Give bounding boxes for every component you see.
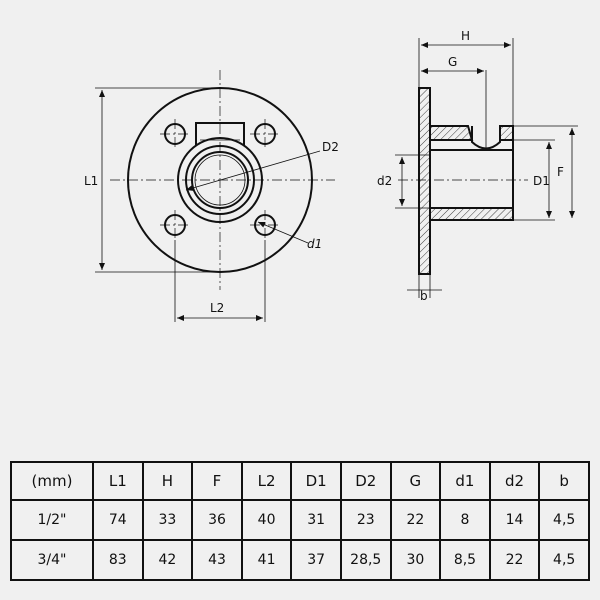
table-cell: 22: [389, 499, 442, 541]
table-header-cell: F: [191, 461, 243, 501]
b-label: b: [420, 289, 428, 303]
table-cell: 37: [290, 539, 342, 581]
table-header-cell: D1: [290, 461, 342, 501]
l1-label: L1: [84, 174, 98, 188]
hub-outer-circle: [177, 137, 263, 223]
table-cell: 28,5: [339, 539, 392, 581]
d1-leader: [257, 221, 309, 244]
hub-bottom-wall: [429, 207, 514, 221]
table-cell: 14: [488, 499, 541, 541]
l2-label: L2: [210, 301, 224, 315]
d2-lower-label: d2: [377, 174, 392, 188]
table-cell: 8,5: [439, 539, 491, 581]
bolt-hole: [160, 210, 190, 240]
table-header-cell: L1: [92, 461, 144, 501]
table-cell: 40: [240, 499, 293, 541]
table-cell: 8: [439, 499, 491, 541]
g-label: G: [448, 55, 457, 69]
table-cell: 4,5: [538, 539, 590, 581]
table-row: 3/4" 83 42 43 41 37 28,5 30 8,5 22 4,5: [10, 539, 590, 581]
table-cell: 74: [92, 499, 144, 541]
table-cell: 41: [240, 539, 293, 581]
table-cell: 36: [191, 499, 243, 541]
front-view: L1 L2 D2 d1: [84, 70, 339, 322]
bolt-hole: [250, 119, 280, 149]
table-cell: 30: [389, 539, 442, 581]
bore-thread-circle: [194, 154, 246, 206]
technical-drawing: L1 L2 D2 d1 H: [84, 29, 578, 322]
top-lug: [195, 122, 245, 146]
table-header-cell: (mm): [10, 461, 94, 501]
table-cell: 42: [141, 539, 194, 581]
h-label: H: [461, 29, 470, 43]
table-row: 1/2" 74 33 36 40 31 23 22 8 14 4,5: [10, 499, 590, 541]
bore-inner-circle: [191, 151, 249, 209]
d1-upper-label: D1: [533, 174, 550, 188]
table-cell: 1/2": [10, 499, 94, 541]
table-cell: 4,5: [538, 499, 590, 541]
hub-top-wall-right: [499, 125, 514, 141]
d1-label: d1: [307, 237, 322, 251]
flange-plate: [418, 87, 431, 275]
bolt-hole: [160, 119, 190, 149]
table-header-cell: L2: [240, 461, 293, 501]
d2-upper-label: D2: [322, 140, 339, 154]
table-header-cell: d1: [439, 461, 491, 501]
table-cell: 43: [191, 539, 243, 581]
table-header-cell: D2: [339, 461, 392, 501]
table-header-cell: b: [538, 461, 590, 501]
table-cell: 33: [141, 499, 194, 541]
table-cell: 83: [92, 539, 144, 581]
table-cell: 31: [290, 499, 342, 541]
hub-ring-circle: [185, 145, 255, 215]
f-label: F: [557, 165, 564, 179]
hub-top-wall: [429, 125, 474, 141]
table-header-cell: d2: [488, 461, 541, 501]
d2-leader: [185, 150, 321, 191]
side-view: H G d2 D1 F b: [377, 29, 578, 303]
table-header-row: (mm) L1 H F L2 D1 D2 G d1 d2 b: [10, 461, 590, 501]
dimension-table: (mm) L1 H F L2 D1 D2 G d1 d2 b 1/2" 74 3…: [10, 461, 590, 581]
table-cell: 23: [339, 499, 392, 541]
table-cell: 3/4": [10, 539, 94, 581]
table-header-cell: G: [389, 461, 442, 501]
table-header-cell: H: [141, 461, 194, 501]
table-cell: 22: [488, 539, 541, 581]
